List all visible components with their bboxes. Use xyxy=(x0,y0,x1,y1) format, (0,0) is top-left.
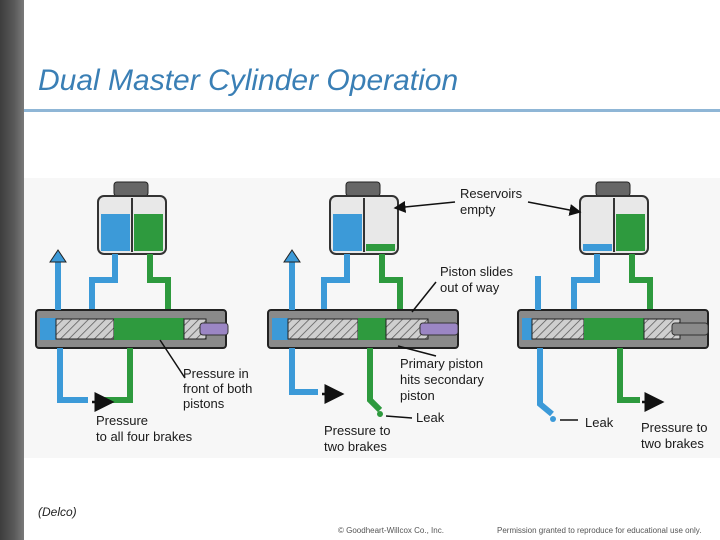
label-primary-2: hits secondary xyxy=(400,372,484,387)
reservoir-green-fluid xyxy=(134,214,163,251)
reservoir-green-fluid-low xyxy=(366,244,395,251)
secondary-piston xyxy=(55,318,115,340)
label-pressure-two-middle-2: two brakes xyxy=(324,439,387,454)
blue-feed-line xyxy=(571,254,600,310)
reservoir-blue-fluid xyxy=(333,214,362,251)
green-outlet-down xyxy=(367,348,383,413)
label-pressure-front-1: Pressure in xyxy=(183,366,249,381)
green-outlet-down xyxy=(617,348,640,403)
secondary-piston xyxy=(531,318,585,340)
copyright-notice: © Goodheart-Willcox Co., Inc. xyxy=(338,526,444,535)
cylinder-1 xyxy=(35,181,229,412)
label-primary-3: piston xyxy=(400,388,435,403)
label-pressure-two-middle-1: Pressure to xyxy=(324,423,390,438)
green-feed-line xyxy=(379,254,403,310)
label-reservoirs-2: empty xyxy=(460,202,496,217)
label-pressure-two-right-2: two brakes xyxy=(641,436,704,451)
leak-drop xyxy=(550,416,556,422)
reservoir-blue-fluid xyxy=(101,214,130,251)
label-piston-slides-1: Piston slides xyxy=(440,264,513,279)
title-divider xyxy=(24,109,720,112)
blue-outlet-down xyxy=(289,348,318,395)
label-pressure-all-2: to all four brakes xyxy=(96,429,193,444)
bore-green xyxy=(584,318,644,340)
leak-drop xyxy=(377,411,383,417)
blue-outlet-down xyxy=(57,348,88,403)
green-feed-line xyxy=(147,254,171,310)
label-pressure-two-right-1: Pressure to xyxy=(641,420,707,435)
label-pressure-all-1: Pressure xyxy=(96,413,148,428)
bore-blue xyxy=(522,318,532,340)
bore-blue xyxy=(40,318,56,340)
label-piston-slides-2: out of way xyxy=(440,280,500,295)
label-pressure-front-3: pistons xyxy=(183,396,225,411)
pushrod xyxy=(419,322,459,336)
label-leak-right: Leak xyxy=(585,415,614,430)
blue-feed-line xyxy=(89,254,118,310)
bore-green xyxy=(358,318,386,340)
bore-blue xyxy=(272,318,288,340)
reservoir-cap xyxy=(595,181,631,197)
label-reservoirs-1: Reservoirs xyxy=(460,186,523,201)
reservoir-cap xyxy=(113,181,149,197)
reservoir-cap xyxy=(345,181,381,197)
reservoir-blue-fluid-low xyxy=(583,244,612,251)
slide-title: Dual Master Cylinder Operation xyxy=(38,64,459,97)
label-primary-1: Primary piston xyxy=(400,356,483,371)
reservoir-green-fluid xyxy=(616,214,645,251)
label-leak-middle: Leak xyxy=(416,410,445,425)
blue-feed-line xyxy=(321,254,350,310)
image-credit: (Delco) xyxy=(38,505,77,519)
green-feed-line xyxy=(629,254,653,310)
pushrod xyxy=(671,322,709,336)
pushrod xyxy=(199,322,229,336)
green-outlet-down xyxy=(100,348,133,403)
left-sidebar-bar xyxy=(0,0,24,540)
secondary-piston xyxy=(287,318,359,340)
bore-green xyxy=(114,318,184,340)
cylinder-3 xyxy=(517,181,709,422)
permission-notice: Permission granted to reproduce for educ… xyxy=(497,526,702,535)
cylinder-2 xyxy=(267,181,459,419)
label-pressure-front-2: front of both xyxy=(183,381,252,396)
blue-outlet-down xyxy=(537,348,554,417)
